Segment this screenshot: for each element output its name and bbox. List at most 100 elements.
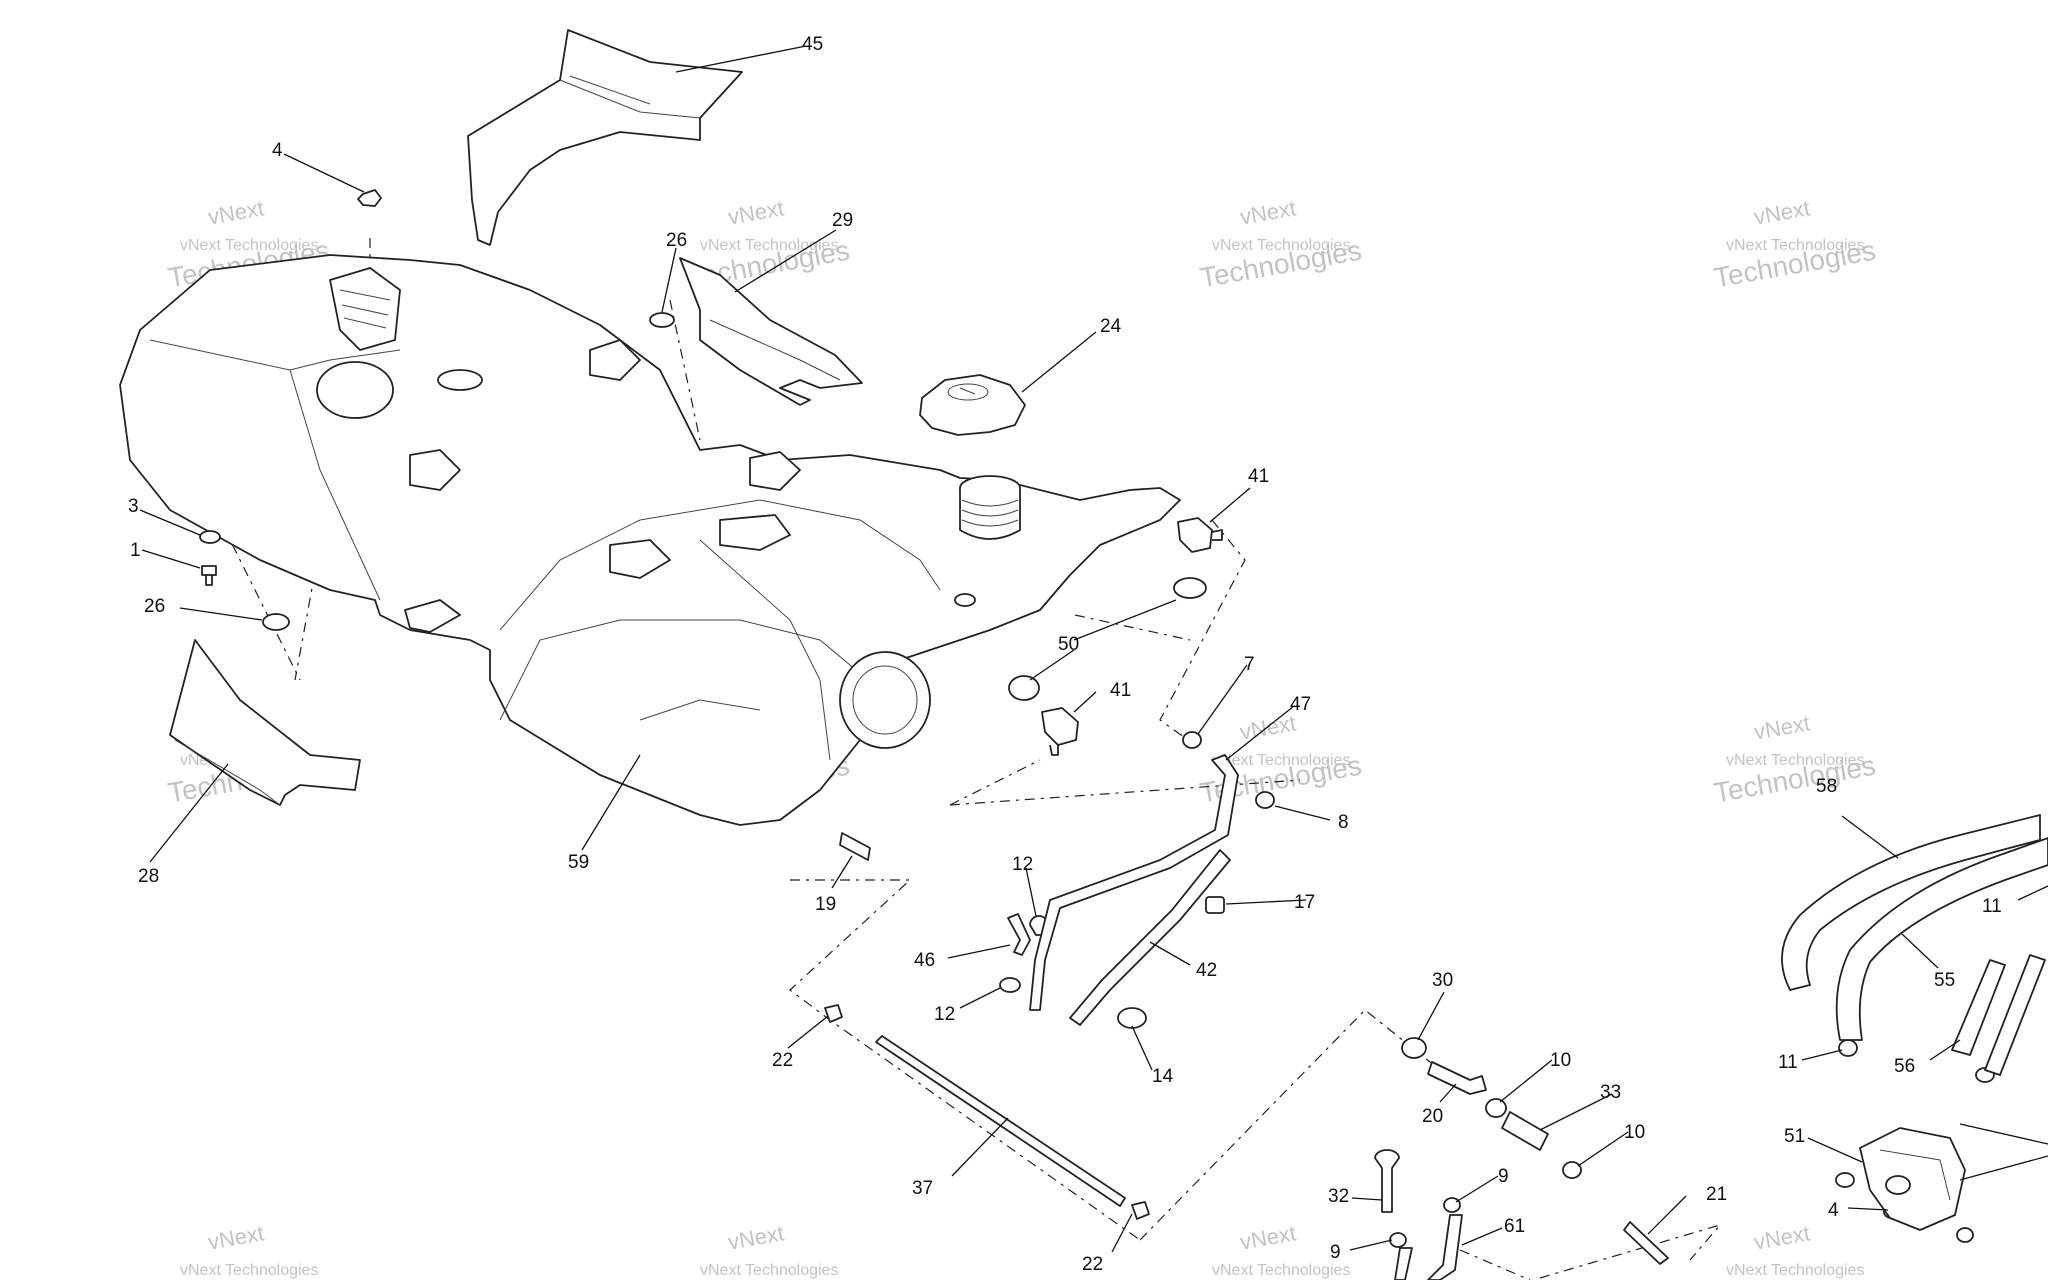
watermark: vNext vNext Technologies	[1726, 1220, 1864, 1279]
valve-41b	[1041, 707, 1079, 756]
clamp-8	[1255, 791, 1275, 809]
part-label-4b: 4	[1828, 1200, 1839, 1221]
clamp-17	[1205, 896, 1225, 914]
part-label-17: 17	[1294, 892, 1315, 913]
watermark-line2: vNext Technologies	[1212, 752, 1350, 769]
part-side-shield-29	[679, 257, 863, 406]
part-label-1: 1	[130, 540, 141, 561]
part-fuel-tank	[119, 254, 1181, 826]
grommet-50	[1008, 675, 1040, 701]
part-label-42: 42	[1196, 960, 1217, 981]
clamp-11b	[1838, 1039, 1858, 1057]
watermark-line2: vNext Technologies	[180, 237, 318, 254]
watermark: vNext vNext Technologies	[1212, 1220, 1350, 1279]
part-label-30: 30	[1432, 970, 1453, 991]
nut-4b	[1835, 1172, 1855, 1188]
hose-56	[1951, 959, 2006, 1056]
part-label-45: 45	[802, 34, 823, 55]
nut-4	[357, 189, 382, 207]
part-label-22b: 22	[1082, 1254, 1103, 1275]
part-label-11b: 11	[1778, 1052, 1798, 1073]
watermark: vNext vNext Technologies	[180, 1220, 318, 1279]
part-label-7: 7	[1244, 654, 1255, 675]
part-label-51: 51	[1784, 1126, 1805, 1147]
assembly-line	[789, 879, 1141, 1241]
assembly-line	[949, 759, 1041, 806]
part-label-46: 46	[914, 950, 935, 971]
hose-42	[1069, 849, 1231, 1026]
valve-32	[1374, 1149, 1400, 1213]
watermark-line1: vNext	[726, 1220, 786, 1254]
part-label-4: 4	[272, 140, 283, 161]
hose-55	[1835, 837, 2048, 1041]
part-label-29: 29	[832, 210, 853, 231]
watermark-line1: vNext	[1752, 195, 1812, 229]
watermark: vNext vNext Technologies Technologies	[1712, 195, 1878, 293]
hose-58	[1781, 814, 2041, 991]
grommet-26a	[649, 312, 675, 328]
part-label-28: 28	[138, 866, 159, 887]
washer-30	[1401, 1037, 1427, 1059]
part-label-9b: 9	[1330, 1242, 1341, 1263]
part-label-8: 8	[1338, 812, 1349, 833]
pump-51	[1859, 1127, 1966, 1231]
watermark-line1: vNext	[1752, 1220, 1812, 1254]
part-label-55: 55	[1934, 970, 1955, 991]
washer-3	[199, 530, 221, 544]
part-label-26: 26	[666, 230, 687, 251]
part-label-19: 19	[815, 894, 836, 915]
clamp-12b	[999, 977, 1021, 993]
assembly-line	[1459, 1249, 1531, 1280]
watermark-line2: vNext Technologies	[180, 1262, 318, 1279]
watermark: vNext vNext Technologies Technologies	[1712, 710, 1878, 808]
hose-47	[1029, 754, 1239, 1011]
bolt-1	[201, 565, 217, 586]
assembly-line	[1074, 614, 1191, 641]
watermark-line2: vNext Technologies	[1212, 1262, 1350, 1279]
clamp-misc	[1956, 1227, 1974, 1243]
part-label-21: 21	[1706, 1184, 1727, 1205]
part-label-58: 58	[1816, 776, 1837, 797]
assembly-line	[1139, 1009, 1441, 1241]
hoses	[875, 754, 2048, 1280]
tube-21	[1623, 1221, 1669, 1265]
watermark-line1: vNext	[206, 1220, 266, 1254]
watermark-line2: vNext Technologies	[1726, 752, 1864, 769]
watermark-line1: vNext	[1238, 195, 1298, 229]
part-label-22: 22	[772, 1050, 793, 1071]
part-label-37: 37	[912, 1178, 933, 1199]
clamp-14	[1117, 1007, 1147, 1029]
clamp-9b	[1389, 1232, 1407, 1248]
watermark-line2: vNext Technologies	[1726, 1262, 1864, 1279]
part-label-10: 10	[1550, 1050, 1571, 1071]
grommet-26b	[262, 613, 290, 631]
part-label-50: 50	[1058, 634, 1079, 655]
clamp-9a	[1443, 1197, 1461, 1213]
part-label-59: 59	[568, 852, 589, 873]
hose-61	[1427, 1214, 1463, 1280]
part-label-3: 3	[128, 496, 139, 517]
clamp-10b	[1562, 1161, 1582, 1179]
part-label-32: 32	[1328, 1186, 1349, 1207]
watermark-line1: vNext	[1238, 1220, 1298, 1254]
clamp-10a	[1485, 1098, 1507, 1118]
watermark-line1: vNext	[1752, 710, 1812, 744]
fitting-19	[839, 832, 871, 861]
clip-22a	[824, 1004, 843, 1023]
assembly-line	[1539, 1223, 1722, 1279]
clip-22b	[1131, 1201, 1150, 1220]
grommet-41a	[1173, 577, 1207, 599]
rod-37	[875, 1035, 1126, 1207]
part-label-11: 11	[1982, 896, 2002, 917]
part-side-shield-28	[169, 639, 361, 806]
part-label-12: 12	[1012, 854, 1033, 875]
part-label-41: 41	[1248, 466, 1269, 487]
part-label-24: 24	[1100, 316, 1122, 337]
valve-41a	[1177, 517, 1223, 553]
watermark-line2: vNext Technologies	[1212, 237, 1350, 254]
part-fuel-cap	[919, 374, 1026, 436]
assembly-line	[949, 779, 1301, 806]
part-labels: 45 4 29 26 24 41 3 1 26 50 41 7 47 8 28 …	[128, 34, 2002, 1275]
watermark: vNext vNext Technologies	[700, 1220, 838, 1279]
